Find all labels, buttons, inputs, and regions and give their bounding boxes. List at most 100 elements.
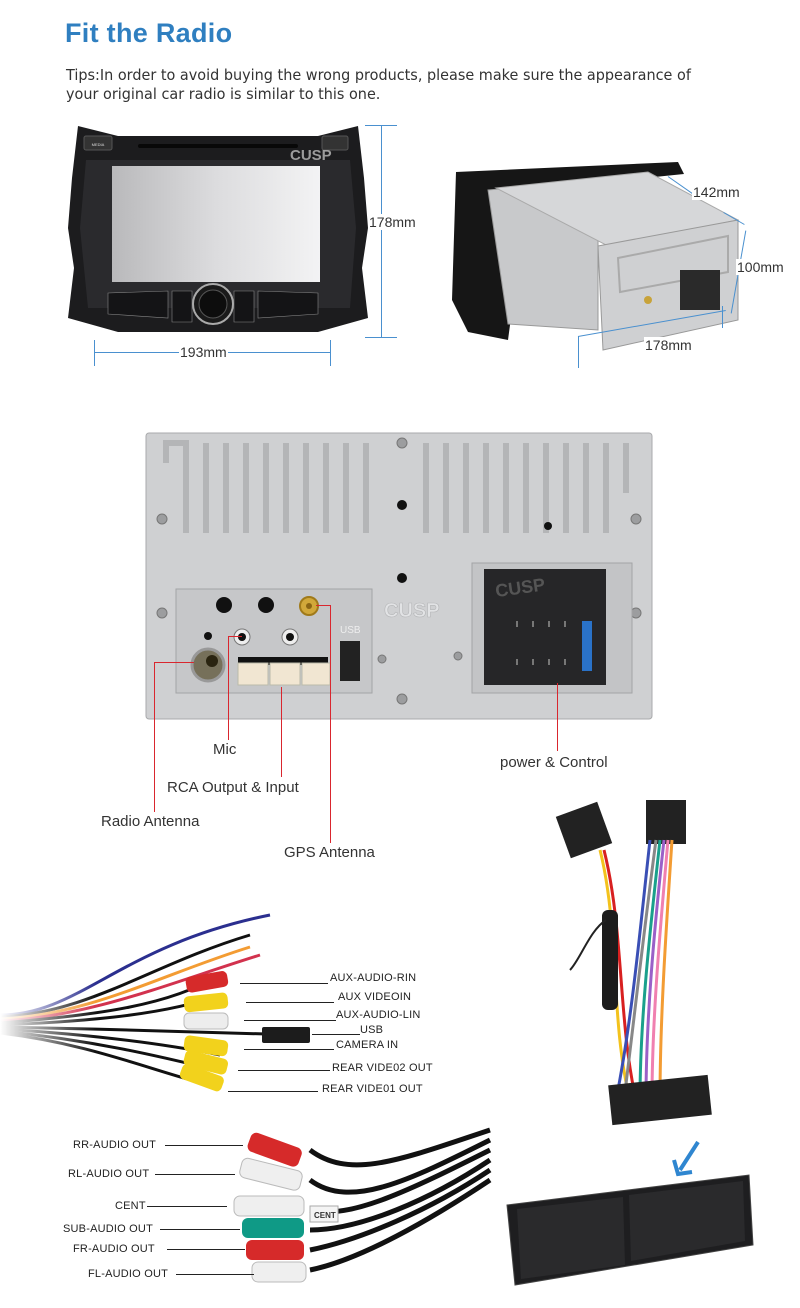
label-fr-audio-out: FR-AUDIO OUT [73,1243,155,1255]
front-height-label: 178mm [368,214,417,230]
audio-plug-rl-white [239,1157,303,1191]
cent-tag [309,1205,339,1223]
arrow-down-left-icon [672,1140,700,1177]
harness-right-plug [646,800,686,844]
media-button-label: MEDIA [92,142,105,147]
leader-fl-audio-out [176,1274,254,1275]
radio-antenna-label: Radio Antenna [101,813,200,830]
rear-width-tick-right [722,306,723,328]
leader-rear-video1-out [228,1091,318,1092]
front-width-label: 193mm [179,344,228,360]
screen [112,166,320,282]
rca-plug-white [183,1012,229,1030]
tips-text: Tips:In order to avoid buying the wrong … [66,66,691,103]
rca-label: RCA Output & Input [167,779,299,796]
media-button [83,135,113,151]
rca-plugs [179,971,310,1092]
radio-antenna-callout-line [154,662,155,812]
height-dimension-line [381,125,382,337]
label-camera-in: CAMERA IN [336,1039,399,1051]
leader-usb [312,1034,360,1035]
height-dim-tick-top [365,125,397,126]
gps-port-3d [644,296,652,304]
audio-plug-sub-green [242,1218,304,1238]
rca-callout-line [281,687,282,777]
harness-left-plug [555,801,613,859]
label-fl-audio-out: FL-AUDIO OUT [88,1268,169,1280]
leader-camera-in [244,1049,334,1050]
back-panel-image: USB CUSP CUSP [145,432,653,720]
iso-connector-3d [680,270,720,310]
button-panel-right [233,290,255,323]
audio-plug-cent-white [233,1195,305,1217]
watermark-front: CUSP [290,147,332,164]
leader-rl-audio-out [155,1174,235,1175]
rear-width-label: 178mm [644,337,693,353]
rear-width-tick-left [578,336,579,368]
leader-aux-videoin [246,1002,334,1003]
rca-cable-image [0,905,320,1105]
audio-cable-image: CENT [233,1127,492,1283]
label-cent: CENT [115,1200,146,1212]
rear-height-label: 100mm [736,259,785,275]
car-connector-image [506,1174,754,1286]
label-rear-video1-out: REAR VIDE01 OUT [322,1083,423,1095]
usb-port [340,641,360,681]
gps-callout-line [330,605,331,843]
leader-cent [147,1206,227,1207]
wiring-harness-image [555,800,712,1126]
label-usb: USB [360,1024,384,1036]
label-sub-audio-out: SUB-AUDIO OUT [63,1223,153,1235]
audio-wires [308,1127,492,1273]
leader-fr-audio-out [167,1249,245,1250]
gps-antenna-label: GPS Antenna [284,844,375,861]
fuse [582,621,592,671]
label-rear-video2-out: REAR VIDE02 OUT [332,1062,433,1074]
audio-plug-fr-red [246,1240,304,1260]
mic-callout-h [228,636,242,637]
mic-callout-line [228,636,229,740]
mic-label: Mic [213,741,237,758]
usb-port-label: USB [340,625,361,636]
rca-connectors [237,662,331,686]
rca-plug-yellow-1 [183,992,229,1013]
heatsink-fins [163,440,629,533]
chassis-back [597,219,739,351]
label-aux-audio-rin: AUX-AUDIO-RIN [330,972,417,984]
watermark-back: CUSP [384,600,440,622]
radio-antenna-callout-h [154,662,194,663]
width-dim-tick-right [330,340,331,366]
rca-plug-yellow-2 [183,1035,229,1057]
width-dim-tick-left [94,340,95,366]
label-rl-audio-out: RL-AUDIO OUT [68,1168,150,1180]
audio-plug-rr-red [247,1132,302,1167]
label-aux-audio-lin: AUX-AUDIO-LIN [336,1009,421,1021]
leader-aux-audio-lin [244,1020,336,1021]
button-panel-left [107,290,169,319]
gps-callout-h [316,605,330,606]
leader-sub-audio-out [160,1229,240,1230]
harness-bottom-plug [608,1074,712,1126]
rca-plug-yellow-4 [179,1064,224,1092]
power-control-label: power & Control [500,754,608,771]
inline-fuse-holder [602,910,618,1010]
rca-plug-red [185,971,229,993]
leader-rear-video2-out [238,1070,330,1071]
power-callout-line [557,683,558,751]
page-title: Fit the Radio [65,18,233,48]
audio-plug-fl-white [251,1261,307,1283]
rca-plug-yellow-3 [183,1050,229,1075]
button-panel-far-right [257,290,319,319]
disc-slot [138,144,298,148]
label-rr-audio-out: RR-AUDIO OUT [73,1139,157,1151]
screws [156,437,642,705]
radio-front-image: MEDIA CUSP [68,126,368,332]
svg-text:CENT: CENT [314,1211,336,1220]
height-dim-tick-bottom [365,337,397,338]
harness-wires [598,839,674,1101]
button-panel-mid [171,290,193,323]
leader-aux-audio-rin [240,983,328,984]
audio-plugs [233,1132,307,1283]
radio-rear-3d-image [452,162,740,351]
leader-rr-audio-out [165,1145,243,1146]
